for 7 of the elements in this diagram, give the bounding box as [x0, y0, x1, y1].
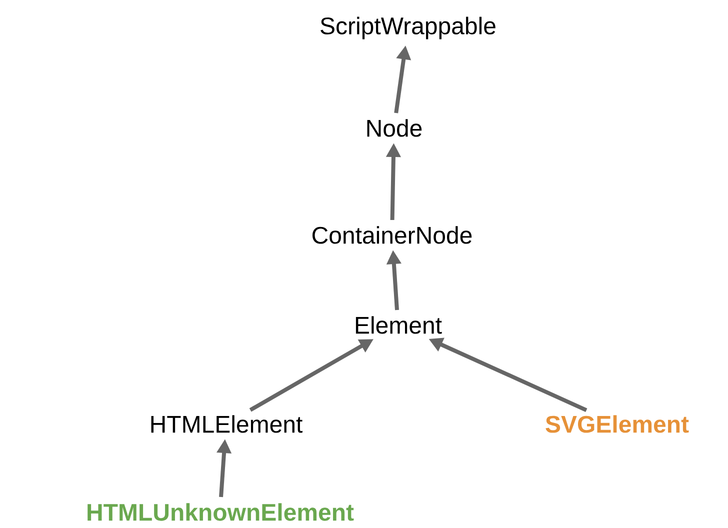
class-label: HTMLUnknownElement [88, 503, 354, 521]
class-label: HTMLElement [151, 415, 302, 433]
class-label: SVGElement [546, 415, 689, 433]
class-label: Element [356, 316, 442, 334]
class-label: Node [367, 119, 422, 137]
class-label: ContainerNode [312, 226, 472, 244]
class-label: ScriptWrappable [320, 16, 496, 40]
